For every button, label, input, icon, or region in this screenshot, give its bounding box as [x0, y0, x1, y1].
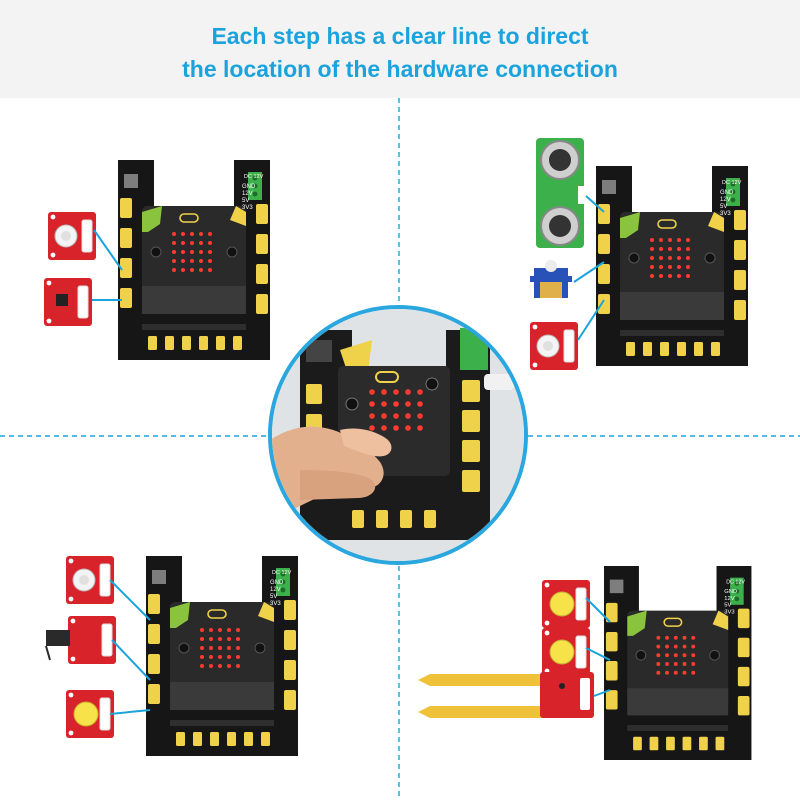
expansion-board: DC 12V GND 12V 5V 3V3 — [117, 159, 271, 361]
connection-line — [109, 709, 151, 715]
power-label: DC 12V — [244, 174, 264, 180]
step-2-diagram: DC 12V GND 12V 5V 3V3 — [529, 138, 749, 371]
pin-label-gnd: GND — [270, 580, 284, 586]
header-banner: Each step has a clear line to direct the… — [0, 0, 800, 98]
pin-label-3v3: 3V3 — [242, 205, 253, 211]
pin-label-12v: 12V — [724, 596, 734, 602]
connection-line — [109, 579, 151, 621]
servo-motor — [530, 260, 572, 298]
led-module — [541, 579, 591, 629]
pin-label-gnd: GND — [724, 589, 737, 595]
led-module — [65, 689, 115, 739]
expansion-board: DC 12V GND 12V 5V 3V3 — [145, 555, 299, 757]
ultrasonic-sensor — [536, 138, 586, 248]
connection-line — [585, 597, 611, 623]
button-module — [47, 211, 97, 261]
button-module — [529, 321, 579, 371]
header-title-line-2: the location of the hardware connection — [182, 56, 618, 82]
connection-line — [585, 195, 605, 213]
connection-line — [573, 261, 605, 283]
connection-line — [577, 299, 605, 341]
power-label: DC 12V — [726, 579, 745, 585]
pin-label-5v: 5V — [720, 204, 727, 210]
pin-label-3v3: 3V3 — [270, 601, 281, 607]
connection-line — [93, 229, 123, 271]
header-title-line-1: Each step has a clear line to direct — [211, 23, 589, 49]
expansion-board: DC 12V GND 12V 5V 3V3 — [595, 165, 749, 367]
sensor-module — [43, 277, 93, 327]
pin-label-12v: 12V — [270, 587, 281, 593]
illustration-canvas: DC 12V GND 12V 5V 3V3 DC 12V GND 12V 5V … — [0, 98, 800, 800]
step-3-diagram: DC 12V GND 12V 5V 3V3 — [45, 555, 299, 757]
connection-line — [111, 639, 151, 681]
pin-label-gnd: GND — [242, 184, 256, 190]
center-photo — [268, 305, 528, 565]
soil-moisture-sensor — [418, 672, 594, 718]
button-module — [65, 555, 115, 605]
switch-module — [45, 615, 117, 665]
pin-label-3v3: 3V3 — [724, 610, 734, 616]
step-4-diagram: DC 12V GND 12V 5V 3V3 — [418, 565, 753, 761]
connection-line — [593, 689, 611, 697]
power-label: DC 12V — [272, 570, 292, 576]
pin-label-12v: 12V — [242, 191, 253, 197]
pin-label-5v: 5V — [724, 603, 731, 609]
pin-label-3v3: 3V3 — [720, 211, 731, 217]
connection-line — [585, 647, 611, 661]
pin-label-12v: 12V — [720, 197, 731, 203]
pin-label-gnd: GND — [720, 190, 734, 196]
power-label: DC 12V — [722, 180, 742, 186]
pin-label-5v: 5V — [242, 198, 249, 204]
led-module — [541, 627, 591, 677]
step-1-diagram: DC 12V GND 12V 5V 3V3 — [43, 159, 271, 361]
pin-label-5v: 5V — [270, 594, 277, 600]
expansion-board: DC 12V GND 12V 5V 3V3 — [603, 565, 753, 761]
